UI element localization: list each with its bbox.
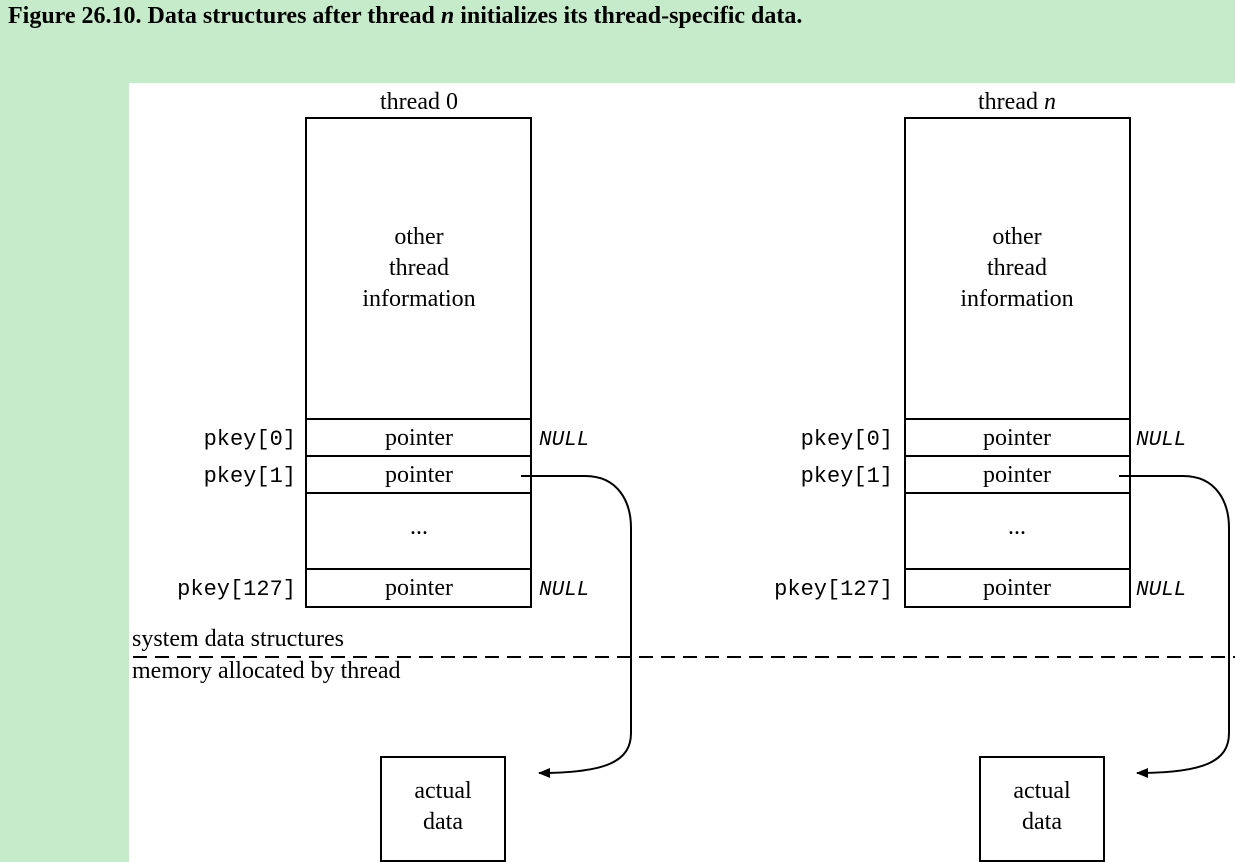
thread-0-actual-data-box (380, 756, 506, 862)
thread-0-row-1-cell: pointer (385, 462, 453, 488)
thread-n-group: thread n other thread information pointe… (774, 89, 1230, 862)
thread-0-ellipsis: ... (410, 514, 428, 540)
thread-0-info-line-1: other (394, 224, 443, 250)
thread-0-row-0-cell: pointer (385, 425, 453, 451)
thread-0-row-0-key: pkey[0] (204, 427, 296, 452)
thread-0-row-0-note: NULL (539, 429, 589, 452)
thread-0-row-3-note: NULL (539, 579, 589, 602)
figure-caption: Figure 26.10. Data structures after thre… (8, 3, 802, 30)
thread-n-info-line-3: information (960, 286, 1073, 312)
thread-0-title: thread 0 (380, 89, 458, 115)
thread-n-ellipsis: ... (1008, 514, 1026, 540)
caption-variable: n (440, 3, 455, 29)
thread-n-row-3-key: pkey[127] (774, 577, 893, 602)
thread-0-pointer-arrow (521, 475, 632, 778)
thread-0-info-line-3: information (362, 286, 475, 312)
thread-n-pointer-arrow (1119, 475, 1230, 778)
diagram-panel: thread 0 other thread information pointe… (129, 83, 1235, 862)
thread-n-row-0-key: pkey[0] (801, 427, 893, 452)
thread-n-structure (904, 117, 1131, 608)
caption-suffix: initializes its thread-specific data. (454, 3, 803, 29)
thread-n-row-1-cell: pointer (983, 462, 1051, 488)
divider-label-above: system data structures (132, 626, 344, 652)
thread-0-row-3-cell: pointer (385, 575, 453, 601)
thread-n-row-3-note: NULL (1136, 579, 1186, 602)
thread-0-data-line-2: data (423, 809, 463, 835)
thread-n-row-1-key: pkey[1] (801, 464, 893, 489)
thread-0-row-1-key: pkey[1] (204, 464, 296, 489)
thread-n-row-3-cell: pointer (983, 575, 1051, 601)
thread-n-info-line-1: other (992, 224, 1041, 250)
divider-label-below: memory allocated by thread (132, 658, 401, 684)
thread-n-row-0-cell: pointer (983, 425, 1051, 451)
thread-n-actual-data-box (979, 756, 1105, 862)
thread-n-title: thread n (978, 89, 1056, 115)
thread-n-data-line-2: data (1022, 809, 1062, 835)
thread-0-data-line-1: actual (414, 778, 472, 804)
thread-0-group: thread 0 other thread information pointe… (177, 89, 632, 862)
thread-n-info-line-2: thread (987, 255, 1047, 281)
thread-0-structure (305, 117, 532, 608)
caption-prefix: Figure 26.10. Data structures after thre… (8, 3, 441, 29)
thread-0-row-3-key: pkey[127] (177, 577, 296, 602)
thread-n-row-0-note: NULL (1136, 429, 1186, 452)
thread-n-data-line-1: actual (1013, 778, 1071, 804)
thread-0-info-line-2: thread (389, 255, 449, 281)
thread-data-diagram: thread 0 other thread information pointe… (132, 89, 1235, 862)
